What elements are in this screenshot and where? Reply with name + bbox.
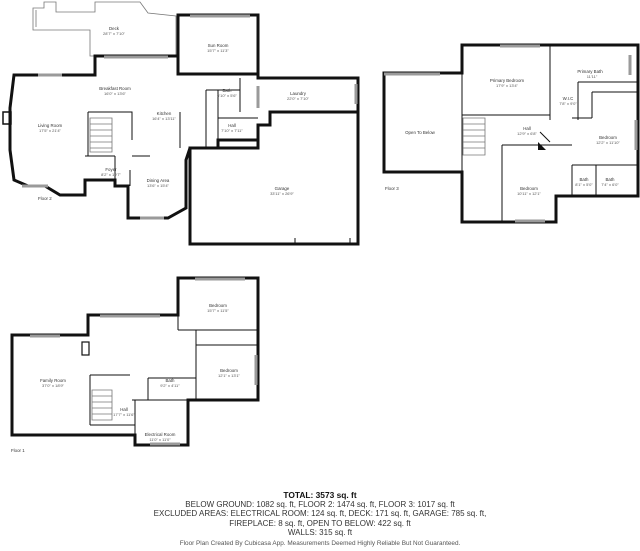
family-room-dims: 37'0" x 18'9" xyxy=(42,383,65,388)
floor-2-plan: Deck 28'7" x 7'10" Sun Room 15'7" x 11'3… xyxy=(2,1,360,246)
primary-bedroom-label: Primary Bedroom xyxy=(490,78,525,83)
bedroom-1-right-dims: 12'1" x 13'1" xyxy=(218,373,241,378)
bath-3a-dims: 8'1" x 5'0" xyxy=(575,182,593,187)
stairs-floor-3 xyxy=(462,117,486,156)
total-area: TOTAL: 3573 sq. ft xyxy=(283,490,357,500)
living-room-label: Living Room xyxy=(38,123,63,128)
area-summary: TOTAL: 3573 sq. ft BELOW GROUND: 1082 sq… xyxy=(0,490,640,537)
foyer-dims: 8'2" x 10'7" xyxy=(101,172,121,177)
floor-3-exterior-walls xyxy=(382,43,640,224)
breakfast-dims: 16'0" x 13'6" xyxy=(104,91,127,96)
area-line-3: FIREPLACE: 8 sq. ft, OPEN TO BELOW: 422 … xyxy=(229,518,411,528)
bath-3b-label: Bath xyxy=(605,177,615,182)
floor-3-plan: Open To Below Primary Bedroom 17'9" x 13… xyxy=(382,43,640,224)
floor-plan: Deck 28'7" x 7'10" Sun Room 15'7" x 11'3… xyxy=(2,1,640,453)
floor-3-label: Floor 3 xyxy=(385,186,399,191)
kitchen-label: Kitchen xyxy=(157,111,172,116)
dining-dims: 13'6" x 15'4" xyxy=(147,183,170,188)
floor-1-plan: Bedroom 15'7" x 11'5" Family Room 37'0" … xyxy=(10,276,260,453)
primary-bath-label: Primary Bath xyxy=(577,69,603,74)
electrical-room-label: Electrical Room xyxy=(145,432,176,437)
deck-outline xyxy=(32,1,177,57)
living-room-dims: 17'5" x 21'4" xyxy=(39,128,62,133)
bath-1-label: Bath xyxy=(165,378,175,383)
foyer-label: Foyer xyxy=(105,167,117,172)
wic-label: W.I.C xyxy=(563,96,574,101)
stairs-floor-2 xyxy=(89,117,113,153)
hall-dims: 7'10" x 7'11" xyxy=(221,128,243,133)
electrical-room-dims: 11'0" x 11'0" xyxy=(149,437,171,442)
breakfast-label: Breakfast Room xyxy=(99,86,131,91)
primary-bedroom-dims: 17'9" x 13'4" xyxy=(496,83,519,88)
hall-3-dims: 12'9" x 6'8" xyxy=(517,131,537,136)
bath-dims: 6'10" x 5'6" xyxy=(217,93,237,98)
hall-1-label: Hall xyxy=(120,407,128,412)
dining-label: Dining Area xyxy=(147,178,170,183)
stairs-floor-1 xyxy=(91,389,113,421)
primary-bath-dims: 11'11" xyxy=(587,74,598,79)
garage-dims: 33'11" x 26'9" xyxy=(270,191,294,196)
floor-1-interior-walls xyxy=(89,315,258,445)
bedroom-3-bottom-label: Bedroom xyxy=(520,186,538,191)
kitchen-dims: 16'4" x 13'11" xyxy=(152,116,176,121)
hall-3-label: Hall xyxy=(523,126,531,131)
garage-label: Garage xyxy=(275,186,290,191)
area-line-4: WALLS: 315 sq. ft xyxy=(287,527,353,537)
wic-dims: 7'8" x 9'0" xyxy=(559,101,577,106)
fireplace-icon-floor-1 xyxy=(81,341,90,356)
hall-1-dims: 17'7" x 11'6" xyxy=(113,412,135,417)
bedroom-1-right-label: Bedroom xyxy=(220,368,238,373)
laundry-label: Laundry xyxy=(290,91,307,96)
bedroom-1-top-dims: 15'7" x 11'5" xyxy=(207,308,229,313)
deck-label: Deck xyxy=(109,26,120,31)
floor-1-label: Floor 1 xyxy=(11,448,25,453)
bath-3a-label: Bath xyxy=(579,177,589,182)
family-room-label: Family Room xyxy=(40,378,66,383)
floor-2-interior-walls xyxy=(85,78,258,186)
hall-label: Hall xyxy=(228,123,236,128)
bath-1-dims: 9'2" x 4'11" xyxy=(160,383,180,388)
garage-walls xyxy=(188,110,360,246)
bedroom-3-bottom-dims: 10'11" x 12'1" xyxy=(517,191,541,196)
deck-dims: 28'7" x 7'10" xyxy=(103,31,126,36)
bath-3b-dims: 7'4" x 6'0" xyxy=(601,182,619,187)
bedroom-1-top-label: Bedroom xyxy=(209,303,227,308)
floor-2-label: Floor 2 xyxy=(38,196,52,201)
sun-room-label: Sun Room xyxy=(208,43,229,48)
sun-room-dims: 15'7" x 11'3" xyxy=(207,48,229,53)
area-line-1: BELOW GROUND: 1082 sq. ft, FLOOR 2: 1474… xyxy=(185,500,455,510)
bedroom-3-right-dims: 12'2" x 11'10" xyxy=(596,140,620,145)
floor-3-interior-walls xyxy=(461,45,638,222)
credit-text: Floor Plan Created By Cubicasa App. Meas… xyxy=(179,540,461,547)
bath-label: Bath xyxy=(222,88,232,93)
area-line-2: EXCLUDED AREAS: ELECTRICAL ROOM: 124 sq.… xyxy=(153,509,487,519)
open-below-label: Open To Below xyxy=(405,130,436,135)
fireplace-icon xyxy=(2,111,12,125)
floor-2-exterior-walls xyxy=(8,54,360,220)
bedroom-3-right-label: Bedroom xyxy=(599,135,617,140)
laundry-dims: 22'0" x 7'10" xyxy=(287,96,310,101)
